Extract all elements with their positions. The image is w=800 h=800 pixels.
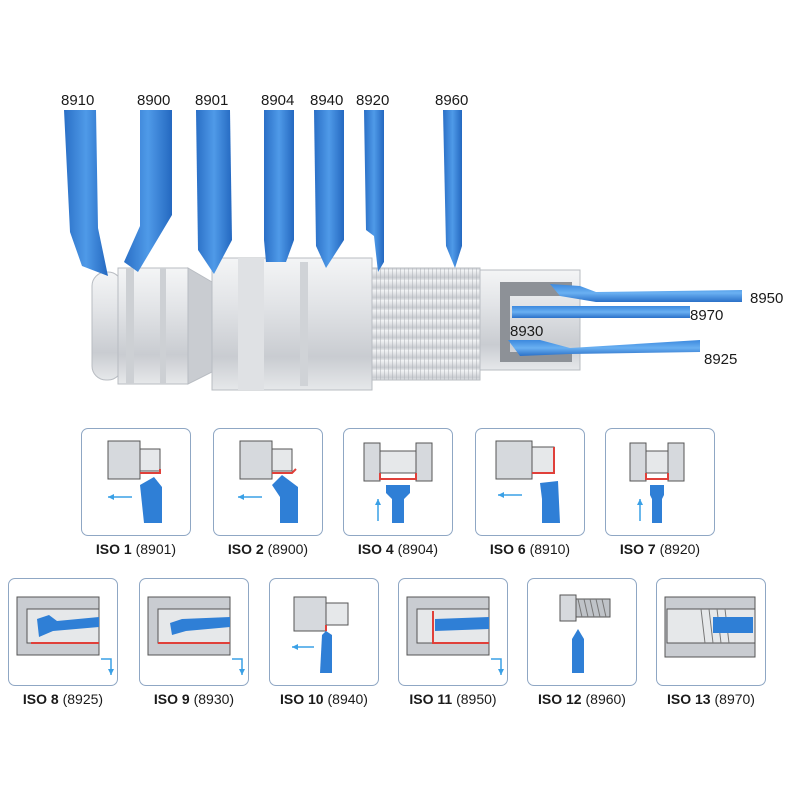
iso9-card xyxy=(139,578,249,686)
tool-8900 xyxy=(124,110,172,272)
workpiece-shaft xyxy=(91,257,581,391)
label-8970: 8970 xyxy=(690,307,723,324)
label-8901: 8901 xyxy=(195,92,228,109)
iso11-caption: ISO 11 (8950) xyxy=(409,691,497,707)
iso8-card xyxy=(8,578,118,686)
iso2-card xyxy=(213,428,323,536)
label-8920: 8920 xyxy=(356,92,389,109)
iso12-caption: ISO 12 (8960) xyxy=(538,691,626,707)
label-8925: 8925 xyxy=(704,351,737,368)
tool-8925 xyxy=(508,340,700,356)
tool-8910 xyxy=(64,110,108,276)
iso1-caption: ISO 1 (8901) xyxy=(95,541,177,557)
label-8940: 8940 xyxy=(310,92,343,109)
iso8-caption: ISO 8 (8925) xyxy=(22,691,104,707)
tool-8901 xyxy=(196,110,232,274)
label-8910: 8910 xyxy=(61,92,94,109)
lathe-tooling-illustration: 8910 8900 8901 8904 8940 8920 8960 8950 … xyxy=(61,92,783,391)
iso11-card xyxy=(398,578,508,686)
iso12-card xyxy=(527,578,637,686)
iso10-card xyxy=(269,578,379,686)
tool-8904 xyxy=(264,110,294,262)
label-8960: 8960 xyxy=(435,92,468,109)
iso4-card xyxy=(343,428,453,536)
tool-8940 xyxy=(314,110,344,268)
iso7-caption: ISO 7 (8920) xyxy=(619,541,701,557)
iso13-card xyxy=(656,578,766,686)
iso6-caption: ISO 6 (8910) xyxy=(489,541,571,557)
iso4-caption: ISO 4 (8904) xyxy=(357,541,439,557)
tool-8950 xyxy=(550,284,742,302)
tool-8960 xyxy=(443,110,462,268)
iso10-caption: ISO 10 (8940) xyxy=(280,691,368,707)
label-8950: 8950 xyxy=(750,290,783,307)
tool-8970 xyxy=(512,306,690,318)
label-8904: 8904 xyxy=(261,92,294,109)
iso9-caption: ISO 9 (8930) xyxy=(153,691,235,707)
iso2-caption: ISO 2 (8900) xyxy=(227,541,309,557)
tool-8920 xyxy=(364,110,384,272)
label-8900: 8900 xyxy=(137,92,170,109)
label-8930: 8930 xyxy=(510,323,543,340)
iso13-caption: ISO 13 (8970) xyxy=(667,691,755,707)
iso7-card xyxy=(605,428,715,536)
iso1-card xyxy=(81,428,191,536)
iso6-card xyxy=(475,428,585,536)
